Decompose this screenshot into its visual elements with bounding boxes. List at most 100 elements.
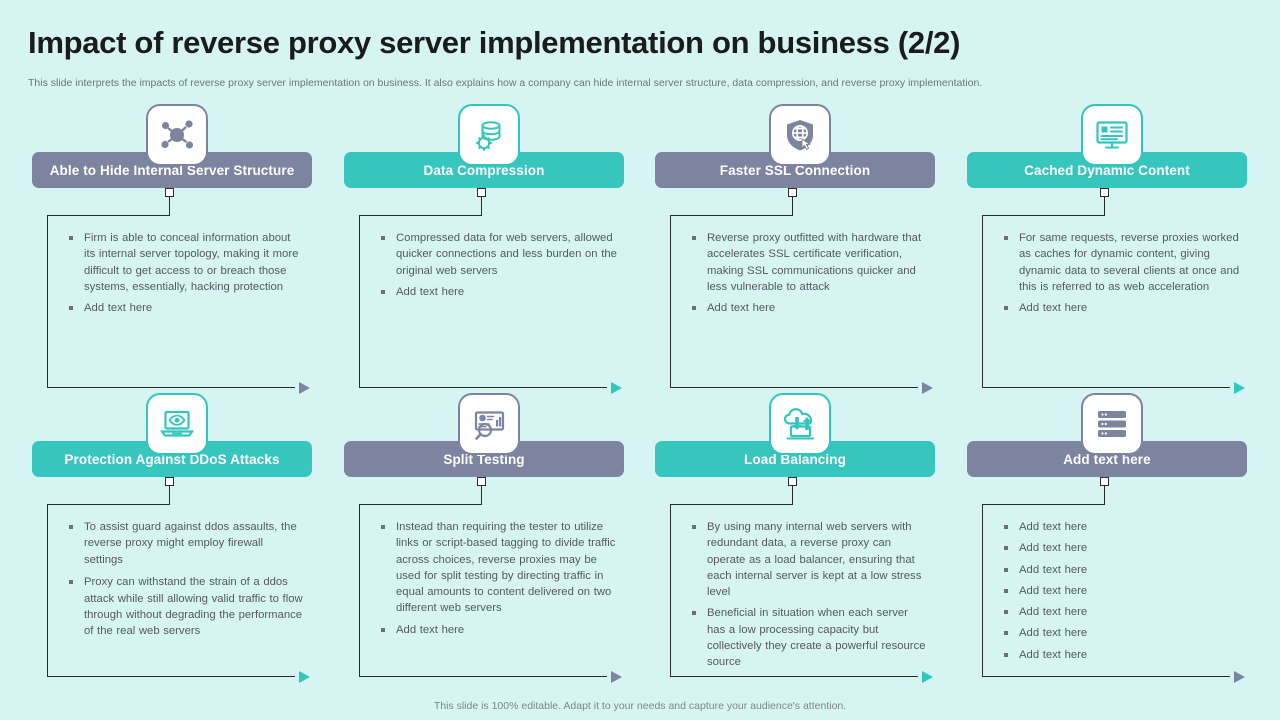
card-body: Compressed data for web servers, allowed… bbox=[359, 215, 624, 394]
arrow-icon bbox=[1234, 381, 1245, 394]
list-item: Add text here bbox=[379, 284, 617, 300]
network-nodes-icon bbox=[146, 104, 208, 166]
body-border-top bbox=[47, 504, 169, 505]
connector bbox=[32, 188, 312, 216]
list-item: Add text here bbox=[1002, 647, 1240, 663]
connector-node bbox=[1100, 188, 1109, 197]
card-title: Split Testing bbox=[443, 451, 525, 467]
list-item: Instead than requiring the tester to uti… bbox=[379, 519, 617, 617]
card-body: By using many internal web servers with … bbox=[670, 504, 935, 683]
body-border-bottom bbox=[359, 387, 607, 388]
connector-node bbox=[1100, 477, 1109, 486]
connector bbox=[344, 477, 624, 505]
list-item: Proxy can withstand the strain of a ddos… bbox=[67, 574, 305, 639]
body-border-bottom bbox=[47, 676, 295, 677]
body-border-top bbox=[670, 215, 792, 216]
bullet-list: For same requests, reverse proxies worke… bbox=[1002, 230, 1240, 321]
list-item: Add text here bbox=[379, 622, 617, 638]
page-subtitle: This slide interprets the impacts of rev… bbox=[28, 77, 983, 89]
arrow-icon bbox=[922, 381, 933, 394]
bullet-list: Reverse proxy outfitted with hardware th… bbox=[690, 230, 928, 321]
card-title: Protection Against DDoS Attacks bbox=[64, 451, 280, 467]
body-border-top bbox=[982, 504, 1104, 505]
card-body: Firm is able to conceal information abou… bbox=[47, 215, 312, 394]
list-item: Firm is able to conceal information abou… bbox=[67, 230, 305, 295]
bullet-list: Add text here Add text here Add text her… bbox=[1002, 519, 1240, 668]
body-border-left bbox=[359, 504, 360, 677]
card-header-bar[interactable]: Protection Against DDoS Attacks bbox=[32, 441, 312, 477]
list-item: Add text here bbox=[690, 300, 928, 316]
list-item: Add text here bbox=[1002, 300, 1240, 316]
connector bbox=[967, 477, 1247, 505]
body-border-left bbox=[359, 215, 360, 388]
body-border-left bbox=[670, 215, 671, 388]
connector-line bbox=[169, 486, 170, 505]
laptop-eye-icon bbox=[146, 393, 208, 455]
list-item: Reverse proxy outfitted with hardware th… bbox=[690, 230, 928, 295]
database-gear-icon bbox=[458, 104, 520, 166]
arrow-icon bbox=[299, 381, 310, 394]
list-item: Add text here bbox=[1002, 583, 1240, 599]
connector bbox=[655, 188, 935, 216]
connector-node bbox=[477, 188, 486, 197]
connector bbox=[655, 477, 935, 505]
chart-magnifier-icon bbox=[458, 393, 520, 455]
footer-note: This slide is 100% editable. Adapt it to… bbox=[433, 700, 847, 712]
connector-node bbox=[165, 188, 174, 197]
card-body: To assist guard against ddos assaults, t… bbox=[47, 504, 312, 683]
bullet-list: By using many internal web servers with … bbox=[690, 519, 928, 675]
body-border-left bbox=[670, 504, 671, 677]
list-item: Add text here bbox=[67, 300, 305, 316]
card-title: Add text here bbox=[1063, 451, 1151, 467]
card-header-bar[interactable]: Faster SSL Connection bbox=[655, 152, 935, 188]
connector-line bbox=[481, 486, 482, 505]
card-title: Able to Hide Internal Server Structure bbox=[49, 162, 295, 178]
connector-line bbox=[1104, 486, 1105, 505]
connector-node bbox=[165, 477, 174, 486]
list-item: Add text here bbox=[1002, 625, 1240, 641]
bullet-list: Instead than requiring the tester to uti… bbox=[379, 519, 617, 643]
card-header-bar[interactable]: Load Balancing bbox=[655, 441, 935, 477]
arrow-icon bbox=[611, 381, 622, 394]
list-item: To assist guard against ddos assaults, t… bbox=[67, 519, 305, 568]
body-border-left bbox=[982, 504, 983, 677]
body-border-top bbox=[47, 215, 169, 216]
page-title: Impact of reverse proxy server implement… bbox=[28, 25, 961, 60]
list-item: Add text here bbox=[1002, 604, 1240, 620]
body-border-left bbox=[982, 215, 983, 388]
arrow-icon bbox=[922, 670, 933, 683]
cards-grid: Able to Hide Internal Server Structure F… bbox=[0, 104, 1280, 689]
body-border-bottom bbox=[359, 676, 607, 677]
list-item: Add text here bbox=[1002, 519, 1240, 535]
list-item: Beneficial in situation when each server… bbox=[690, 605, 928, 670]
connector-line bbox=[792, 197, 793, 216]
bullet-list: Compressed data for web servers, allowed… bbox=[379, 230, 617, 305]
connector bbox=[967, 188, 1247, 216]
card-title: Load Balancing bbox=[744, 451, 846, 467]
bullet-list: To assist guard against ddos assaults, t… bbox=[67, 519, 305, 646]
list-item: Add text here bbox=[1002, 540, 1240, 556]
body-border-top bbox=[359, 215, 481, 216]
cloud-upload-download-icon bbox=[769, 393, 831, 455]
connector bbox=[344, 188, 624, 216]
card-body: For same requests, reverse proxies worke… bbox=[982, 215, 1247, 394]
body-border-bottom bbox=[670, 387, 918, 388]
body-border-top bbox=[359, 504, 481, 505]
body-border-left bbox=[47, 215, 48, 388]
connector-line bbox=[481, 197, 482, 216]
connector-line bbox=[1104, 197, 1105, 216]
connector-node bbox=[788, 188, 797, 197]
arrow-icon bbox=[299, 670, 310, 683]
body-border-top bbox=[982, 215, 1104, 216]
body-border-bottom bbox=[982, 387, 1230, 388]
body-border-bottom bbox=[670, 676, 918, 677]
shield-globe-icon bbox=[769, 104, 831, 166]
body-border-left bbox=[47, 504, 48, 677]
arrow-icon bbox=[1234, 670, 1245, 683]
card-title: Data Compression bbox=[423, 162, 545, 178]
list-item: For same requests, reverse proxies worke… bbox=[1002, 230, 1240, 295]
bullet-list: Firm is able to conceal information abou… bbox=[67, 230, 305, 321]
arrow-icon bbox=[611, 670, 622, 683]
connector-line bbox=[169, 197, 170, 216]
